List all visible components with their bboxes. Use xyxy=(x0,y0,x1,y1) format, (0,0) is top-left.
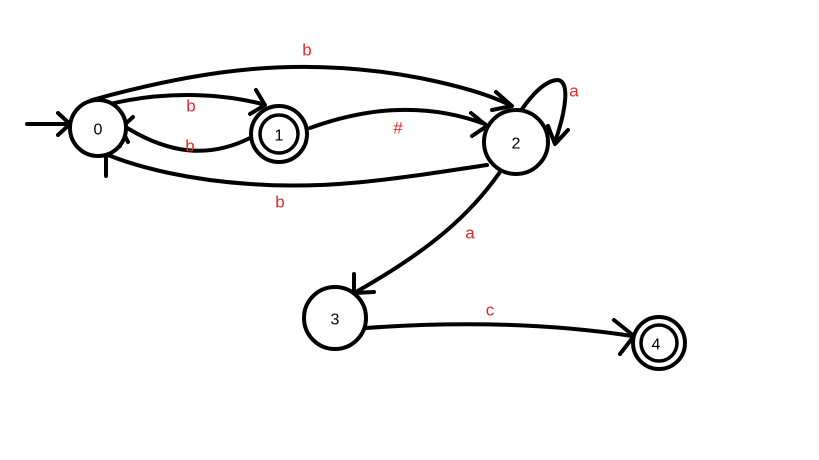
edge-label-1-to-0: b xyxy=(185,137,194,156)
edge-1-to-0: b xyxy=(119,115,252,156)
state-3: 3 xyxy=(302,285,368,351)
edge-2-to-3: a xyxy=(352,170,502,295)
state-label-2: 2 xyxy=(512,136,521,153)
edge-label-1-to-2: # xyxy=(393,119,403,138)
state-4: 4 xyxy=(631,315,687,371)
state-label-4: 4 xyxy=(652,337,661,354)
edge-label-2-to-2: a xyxy=(569,82,579,101)
start-arrow xyxy=(25,111,72,137)
edge-label-0-to-1: b xyxy=(186,97,195,116)
edge-0-to-1: b xyxy=(108,88,267,116)
edge-label-0-to-2: b xyxy=(302,41,311,60)
state-1: 1 xyxy=(249,104,309,164)
edge-0-to-2: b xyxy=(90,41,514,112)
state-label-3: 3 xyxy=(331,312,340,329)
edge-3-to-4: c xyxy=(364,301,636,356)
edge-2-to-2: a xyxy=(518,78,579,146)
edge-1-to-2: # xyxy=(308,107,489,138)
edge-label-3-to-4: c xyxy=(486,301,495,320)
state-2: 2 xyxy=(482,108,550,176)
edge-label-2-to-0: b xyxy=(275,193,284,212)
state-0: 0 xyxy=(68,98,128,158)
state-label-1: 1 xyxy=(275,128,284,145)
state-label-0: 0 xyxy=(94,122,103,139)
edge-label-2-to-3: a xyxy=(465,224,475,243)
